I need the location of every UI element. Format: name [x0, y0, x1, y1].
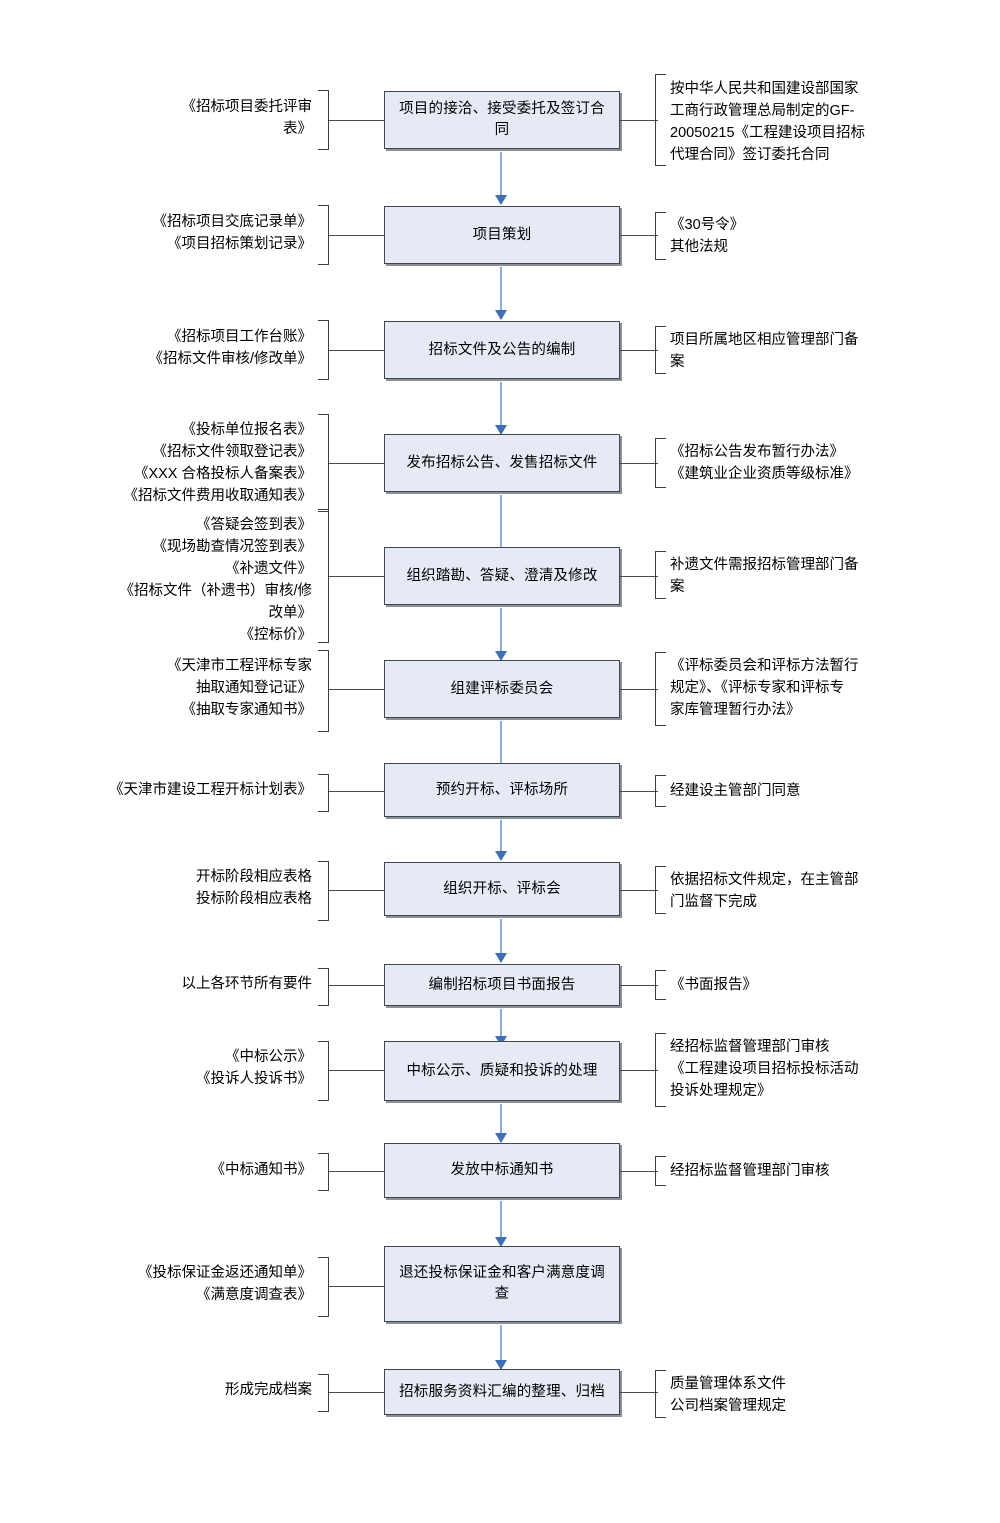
process-node-step-1[interactable]: 项目的接洽、接受委托及签订合同: [384, 91, 620, 149]
right-label-step-3: 项目所属地区相应管理部门备 案: [670, 332, 859, 370]
right-bracket-step-7: [655, 775, 666, 807]
connector-right-step-13: [620, 1392, 658, 1393]
arrow-step-12-to-step-13: [495, 1325, 507, 1370]
left-bracket-step-8: [318, 861, 329, 921]
connector-right-step-3: [620, 350, 658, 351]
process-node-step-3[interactable]: 招标文件及公告的编制: [384, 321, 620, 379]
connector-left-step-1: [329, 120, 384, 121]
connector-right-step-8: [620, 890, 658, 891]
left-bracket-step-11: [318, 1153, 329, 1191]
left-label-step-4: 《投标单位报名表》 《招标文件领取登记表》 《XXX 合格投标人备案表》 《招标…: [123, 422, 313, 504]
arrow-step-1-to-step-2: [495, 152, 507, 205]
connector-left-step-7: [329, 791, 384, 792]
right-label-step-6: 《评标委员会和评标方法暂行 规定》、《评标专家和评标专 家库管理暂行办法》: [670, 658, 859, 718]
connector-right-step-11: [620, 1171, 658, 1172]
left-bracket-step-4: [318, 414, 329, 512]
arrow-step-2-to-step-3: [495, 267, 507, 320]
connector-right-step-1: [620, 120, 658, 121]
process-node-step-5[interactable]: 组织踏勘、答疑、澄清及修改: [384, 547, 620, 605]
process-node-step-2[interactable]: 项目策划: [384, 206, 620, 264]
left-bracket-step-1: [318, 90, 329, 150]
left-label-step-2: 《招标项目交底记录单》 《项目招标策划记录》: [152, 214, 313, 252]
right-label-step-1: 按中华人民共和国建设部国家 工商行政管理总局制定的GF- 20050215《工程…: [670, 81, 866, 163]
right-bracket-step-5: [655, 551, 666, 599]
right-bracket-step-1: [655, 74, 666, 166]
process-node-step-13[interactable]: 招标服务资料汇编的整理、归档: [384, 1369, 620, 1415]
connector-left-step-5: [329, 576, 384, 577]
left-label-step-1: 《招标项目委托评审 表》: [181, 99, 313, 137]
connector-right-step-6: [620, 689, 658, 690]
right-bracket-step-11: [655, 1156, 666, 1186]
left-label-step-3: 《招标项目工作台账》 《招标文件审核/修改单》: [148, 329, 312, 367]
right-label-step-5: 补遗文件需报招标管理部门备 案: [670, 557, 859, 595]
left-label-step-11: 《中标通知书》: [210, 1162, 313, 1178]
process-node-step-10[interactable]: 中标公示、质疑和投诉的处理: [384, 1041, 620, 1101]
arrow-step-3-to-step-4: [495, 382, 507, 435]
connector-left-step-9: [329, 985, 384, 986]
right-bracket-step-6: [655, 652, 666, 726]
connector-left-step-12: [329, 1286, 384, 1287]
right-label-step-8: 依据招标文件规定，在主管部 门监督下完成: [670, 872, 859, 910]
right-bracket-step-4: [655, 438, 666, 488]
connector-left-step-11: [329, 1171, 384, 1172]
process-node-step-8[interactable]: 组织开标、评标会: [384, 862, 620, 916]
process-node-step-4[interactable]: 发布招标公告、发售招标文件: [384, 434, 620, 492]
right-label-step-13: 质量管理体系文件 公司档案管理规定: [670, 1376, 786, 1414]
left-bracket-step-10: [318, 1041, 329, 1101]
process-node-step-9[interactable]: 编制招标项目书面报告: [384, 964, 620, 1006]
right-bracket-step-10: [655, 1033, 666, 1107]
right-bracket-step-13: [655, 1370, 666, 1418]
connector-left-step-8: [329, 890, 384, 891]
left-label-step-6: 《天津市工程评标专家 抽取通知登记证》 《抽取专家通知书》: [167, 658, 312, 718]
right-bracket-step-3: [655, 326, 666, 374]
right-label-step-9: 《书面报告》: [670, 977, 757, 993]
left-label-step-9: 以上各环节所有要件: [181, 976, 313, 992]
left-bracket-step-6: [318, 650, 329, 732]
right-bracket-step-2: [655, 212, 666, 260]
arrow-step-7-to-step-8: [495, 820, 507, 861]
process-node-step-7[interactable]: 预约开标、评标场所: [384, 763, 620, 817]
arrow-step-5-to-step-6: [495, 608, 507, 661]
right-label-step-11: 经招标监督管理部门审核: [670, 1163, 830, 1179]
connector-right-step-2: [620, 235, 658, 236]
left-bracket-step-7: [318, 774, 329, 812]
left-bracket-step-3: [318, 320, 329, 380]
right-label-step-2: 《30号令》 其他法规: [670, 217, 745, 255]
arrow-step-8-to-step-9: [495, 919, 507, 963]
connector-right-step-5: [620, 576, 658, 577]
right-label-step-10: 经招标监督管理部门审核 《工程建设项目招标投标活动 投诉处理规定》: [670, 1039, 859, 1099]
process-node-step-11[interactable]: 发放中标通知书: [384, 1143, 620, 1198]
connector-right-step-4: [620, 463, 658, 464]
connector-left-step-3: [329, 350, 384, 351]
arrow-step-11-to-step-12: [495, 1201, 507, 1247]
left-bracket-step-12: [318, 1257, 329, 1317]
process-node-step-6[interactable]: 组建评标委员会: [384, 660, 620, 718]
left-label-step-13: 形成完成档案: [225, 1382, 312, 1398]
right-bracket-step-9: [655, 970, 666, 1000]
connector-left-step-10: [329, 1070, 384, 1071]
connector-left-step-4: [329, 463, 384, 464]
right-label-step-4: 《招标公告发布暂行办法》 《建筑业企业资质等级标准》: [670, 444, 859, 482]
connector-right-step-9: [620, 985, 658, 986]
connector-left-step-6: [329, 689, 384, 690]
right-bracket-step-8: [655, 866, 666, 914]
left-bracket-step-9: [318, 968, 329, 1006]
process-node-step-12[interactable]: 退还投标保证金和客户满意度调查: [384, 1246, 620, 1322]
connector-right-step-7: [620, 791, 658, 792]
left-bracket-step-2: [318, 205, 329, 265]
left-bracket-step-13: [318, 1374, 329, 1412]
left-label-step-10: 《中标公示》 《投诉人投诉书》: [196, 1049, 312, 1087]
right-label-step-7: 经建设主管部门同意: [670, 783, 801, 799]
connector-left-step-2: [329, 235, 384, 236]
left-label-step-8: 开标阶段相应表格 投标阶段相应表格: [196, 869, 312, 907]
left-label-step-7: 《天津市建设工程开标计划表》: [109, 782, 312, 798]
left-bracket-step-5: [318, 509, 329, 643]
connector-right-step-10: [620, 1070, 658, 1071]
left-label-step-12: 《投标保证金返还通知单》 《满意度调查表》: [138, 1265, 312, 1303]
left-label-step-5: 《答疑会签到表》 《现场勘查情况签到表》 《补遗文件》 《招标文件（补遗书）审核…: [119, 517, 312, 643]
arrow-step-10-to-step-11: [495, 1104, 507, 1143]
connector-left-step-13: [329, 1392, 384, 1393]
arrow-step-9-to-step-10: [495, 1009, 507, 1046]
